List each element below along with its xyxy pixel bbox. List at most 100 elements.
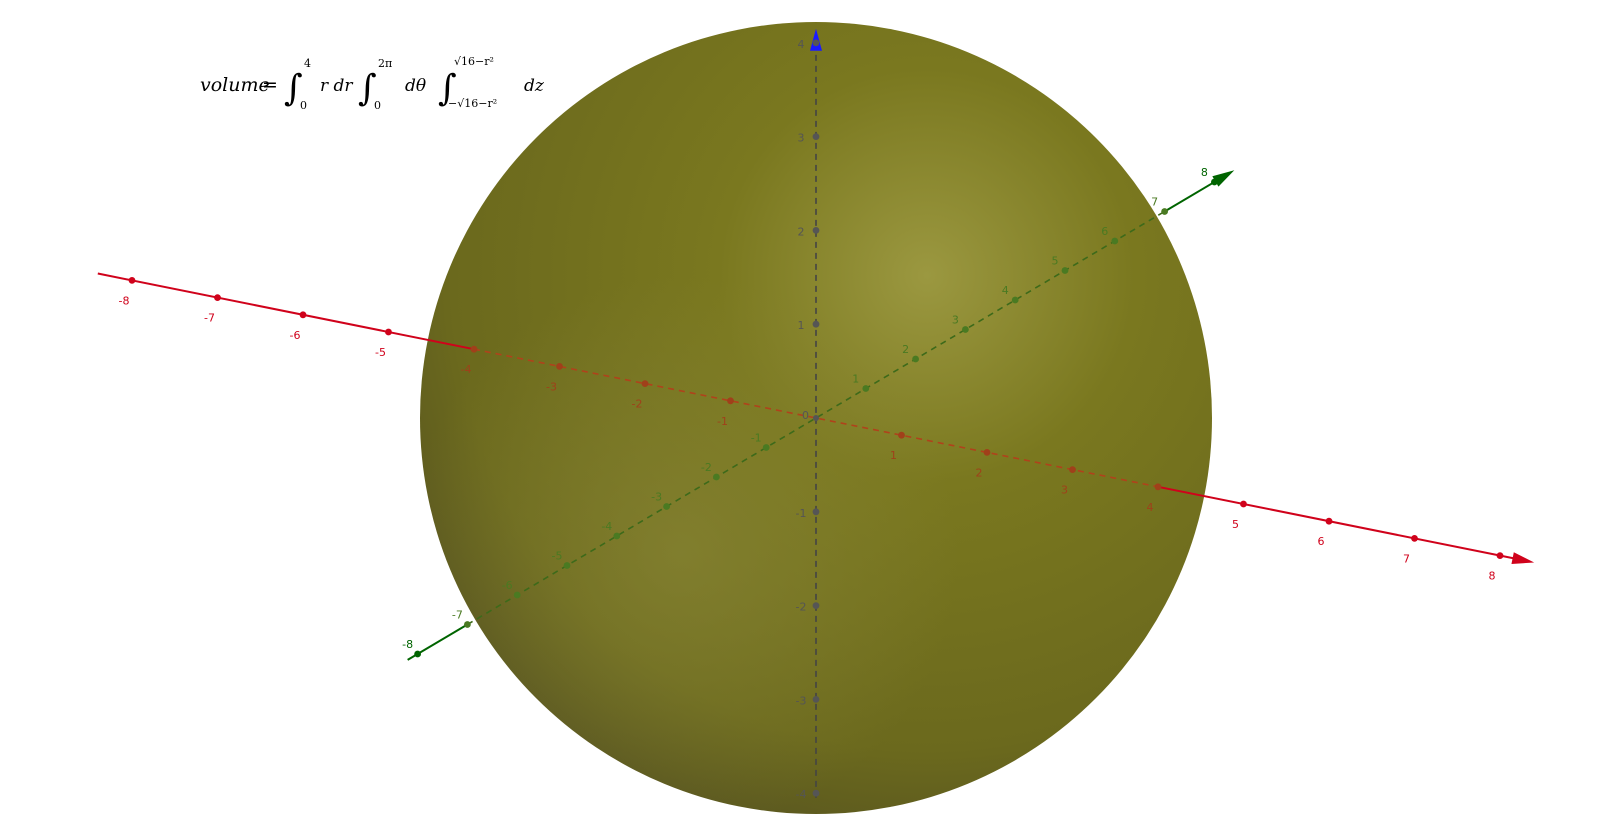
x-axis-tick [470, 345, 478, 353]
x-axis-tick [1496, 552, 1504, 559]
x-axis-tick-label: -4 [461, 363, 472, 376]
x-axis-tick-label: 1 [890, 449, 897, 462]
x-axis-tick-label: -2 [632, 398, 643, 411]
z-axis-tick-label: 4 [798, 38, 805, 51]
z-axis-tick-label: 1 [798, 319, 805, 332]
x-axis-tick [898, 431, 905, 439]
integral-3-body: dz [524, 76, 545, 96]
z-axis-tick-label: -4 [796, 788, 807, 801]
z-axis-tick [812, 320, 820, 328]
y-axis-tick [663, 503, 670, 510]
x-axis-tick-label: 5 [1232, 518, 1239, 531]
y-axis-tick-label: -6 [502, 579, 513, 592]
integral-sign-2: ∫ [358, 68, 377, 109]
y-axis-tick-label: -4 [601, 520, 612, 533]
y-axis-tick [1161, 208, 1168, 215]
volume-formula: volume = ∫ 4 0 r dr ∫ 2π 0 dθ ∫ √16−r² −… [200, 55, 545, 112]
integral-sign-3: ∫ [438, 68, 457, 109]
y-axis-tick-label: 7 [1151, 196, 1158, 209]
x-axis-tick-label: -6 [290, 329, 301, 342]
y-axis-tick [762, 444, 770, 451]
x-axis-tick [214, 294, 221, 301]
y-axis-tick-label: -1 [751, 432, 762, 445]
z-axis-tick [812, 39, 820, 47]
x-axis-tick [641, 380, 649, 387]
y-axis-tick [1111, 237, 1119, 245]
x-axis-tick-label: 2 [976, 466, 983, 479]
y-axis-tick [513, 591, 521, 599]
x-axis-tick [385, 328, 392, 336]
x-axis-tick-label: 8 [1489, 570, 1496, 583]
y-axis-tick [862, 385, 870, 392]
integral-1-body: r dr [320, 76, 353, 96]
z-axis-tick [812, 602, 820, 609]
x-axis-tick-label: 7 [1403, 552, 1410, 565]
y-axis-tick-label: 4 [1002, 284, 1009, 297]
y-axis-tick-label: -2 [701, 461, 712, 474]
x-axis-negative-outside[interactable] [97, 272, 475, 351]
x-axis-tick-label: 6 [1318, 535, 1325, 548]
z-axis-tick [812, 789, 820, 797]
x-axis-tick-label: -5 [375, 346, 386, 359]
y-axis-tick [1061, 267, 1069, 274]
integral-1-upper: 4 [304, 57, 311, 70]
z-axis-tick-label: -1 [796, 507, 807, 520]
y-axis-tick-label: -5 [552, 550, 563, 563]
x-axis-tick-label: -3 [546, 380, 557, 393]
y-axis-tick [912, 355, 919, 363]
y-axis-tick-label: 8 [1201, 166, 1208, 179]
y-axis-tick [414, 650, 421, 658]
y-axis-tick [962, 326, 969, 333]
x-axis-tick [1325, 517, 1333, 525]
x-axis-positive-outside[interactable] [1157, 485, 1518, 561]
x-axis-tick [1240, 500, 1247, 508]
x-axis-tick [1411, 535, 1418, 542]
y-axis-tick-label: 1 [852, 373, 859, 386]
z-axis-tick [812, 227, 820, 234]
integral-1-lower: 0 [300, 99, 307, 112]
y-axis-tick-label: 5 [1052, 255, 1059, 268]
x-axis-tick [556, 363, 563, 370]
y-axis-tick-label: -7 [452, 609, 463, 622]
integral-2-upper: 2π [378, 57, 392, 70]
y-axis-tick [563, 562, 571, 569]
x-axis-tick [983, 449, 991, 456]
x-axis-tick [1154, 483, 1162, 491]
x-axis-tick [727, 397, 734, 405]
y-axis-tick [613, 532, 621, 540]
y-axis-tick [713, 473, 720, 481]
y-axis-inside[interactable] [466, 210, 1166, 626]
x-axis-tick [1069, 466, 1076, 473]
y-axis-tick-label: 3 [952, 314, 959, 327]
integral-3-upper: √16−r² [454, 55, 494, 68]
x-axis-tick [299, 311, 307, 319]
integral-sign-1: ∫ [284, 68, 303, 109]
y-axis-tick [1211, 178, 1218, 186]
z-axis-tick-label: 3 [798, 132, 805, 145]
z-axis-tick-label: -3 [796, 694, 807, 707]
origin-point [813, 415, 819, 421]
x-axis-tick-label: 3 [1061, 484, 1068, 497]
integral-2-lower: 0 [374, 99, 381, 112]
z-axis-tick-label: -2 [796, 601, 807, 614]
y-axis-tick [464, 621, 471, 628]
x-axis-arrow-icon [1511, 552, 1535, 565]
formula-equals: = [262, 74, 278, 96]
y-axis-tick-label: 2 [902, 343, 909, 356]
integral-2-body: dθ [405, 76, 426, 96]
y-axis-tick-label: 6 [1101, 225, 1108, 238]
x-axis-tick-label: 4 [1147, 501, 1154, 514]
x-axis-tick-label: -7 [204, 312, 215, 325]
z-axis-tick [812, 696, 820, 703]
y-axis-tick [1011, 296, 1019, 304]
integral-3-lower: −√16−r² [448, 97, 497, 110]
x-axis-tick-label: -1 [717, 415, 728, 428]
x-axis-tick [128, 277, 136, 284]
x-axis-tick-label: -8 [119, 294, 130, 307]
y-axis-tick-label: -8 [402, 638, 413, 651]
y-axis-arrow-icon [1212, 170, 1235, 187]
y-axis-positive-outside[interactable] [1164, 178, 1220, 213]
z-axis-tick-label: 2 [798, 225, 805, 238]
formula-lhs: volume [200, 74, 270, 96]
